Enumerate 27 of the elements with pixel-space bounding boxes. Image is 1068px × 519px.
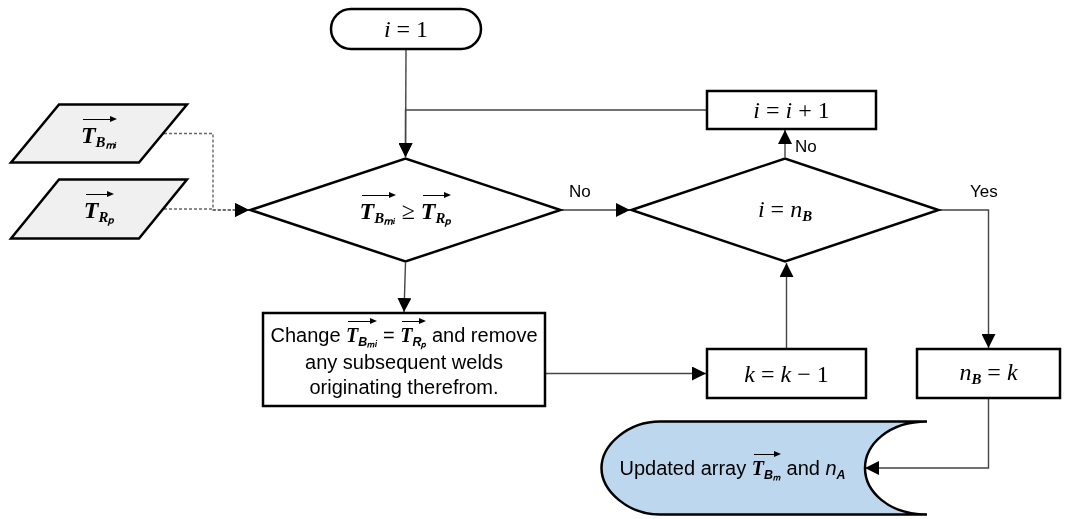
formula-text: i = n$_{B}$ [757,194,813,226]
stored-data-shape [600,420,928,516]
formula-text: T$_{Bₘᵢ}$ ≥ T$_{Rₚ}$ [359,193,452,227]
arrow [779,262,794,349]
process-box [706,90,877,130]
arrow [939,209,996,349]
formula-text: i = i + 1 [753,96,830,125]
process-text: Updated array T$_{Bₘ}$ and n$_{A}$ [619,452,846,484]
formula-text: i = 1 [383,15,429,44]
process-text: Change T$_{Bₘᵢ}$ = T$_{Rₚ}$ and remove any subsequent welds originating therefrom. [262,319,546,400]
arrow [398,109,707,158]
formula-text: n$_{B}$ = k [959,358,1018,390]
formula-text: k = k − 1 [744,359,829,389]
process-box [916,348,1061,399]
arrow [561,203,631,217]
process-box [706,348,867,399]
start-terminal [330,8,482,50]
dashed-arrow [163,203,250,217]
formula-text: T$_{Rₚ}$ [83,192,115,226]
decision-diamond [249,157,562,263]
arrow [397,262,412,313]
input-parallelogram [10,178,188,240]
decision-diamond [630,157,940,263]
arrow [778,129,792,158]
arrow [545,366,707,381]
formula-text: T$_{Bₘᵢ}$ [80,116,118,151]
input-parallelogram [10,103,188,164]
